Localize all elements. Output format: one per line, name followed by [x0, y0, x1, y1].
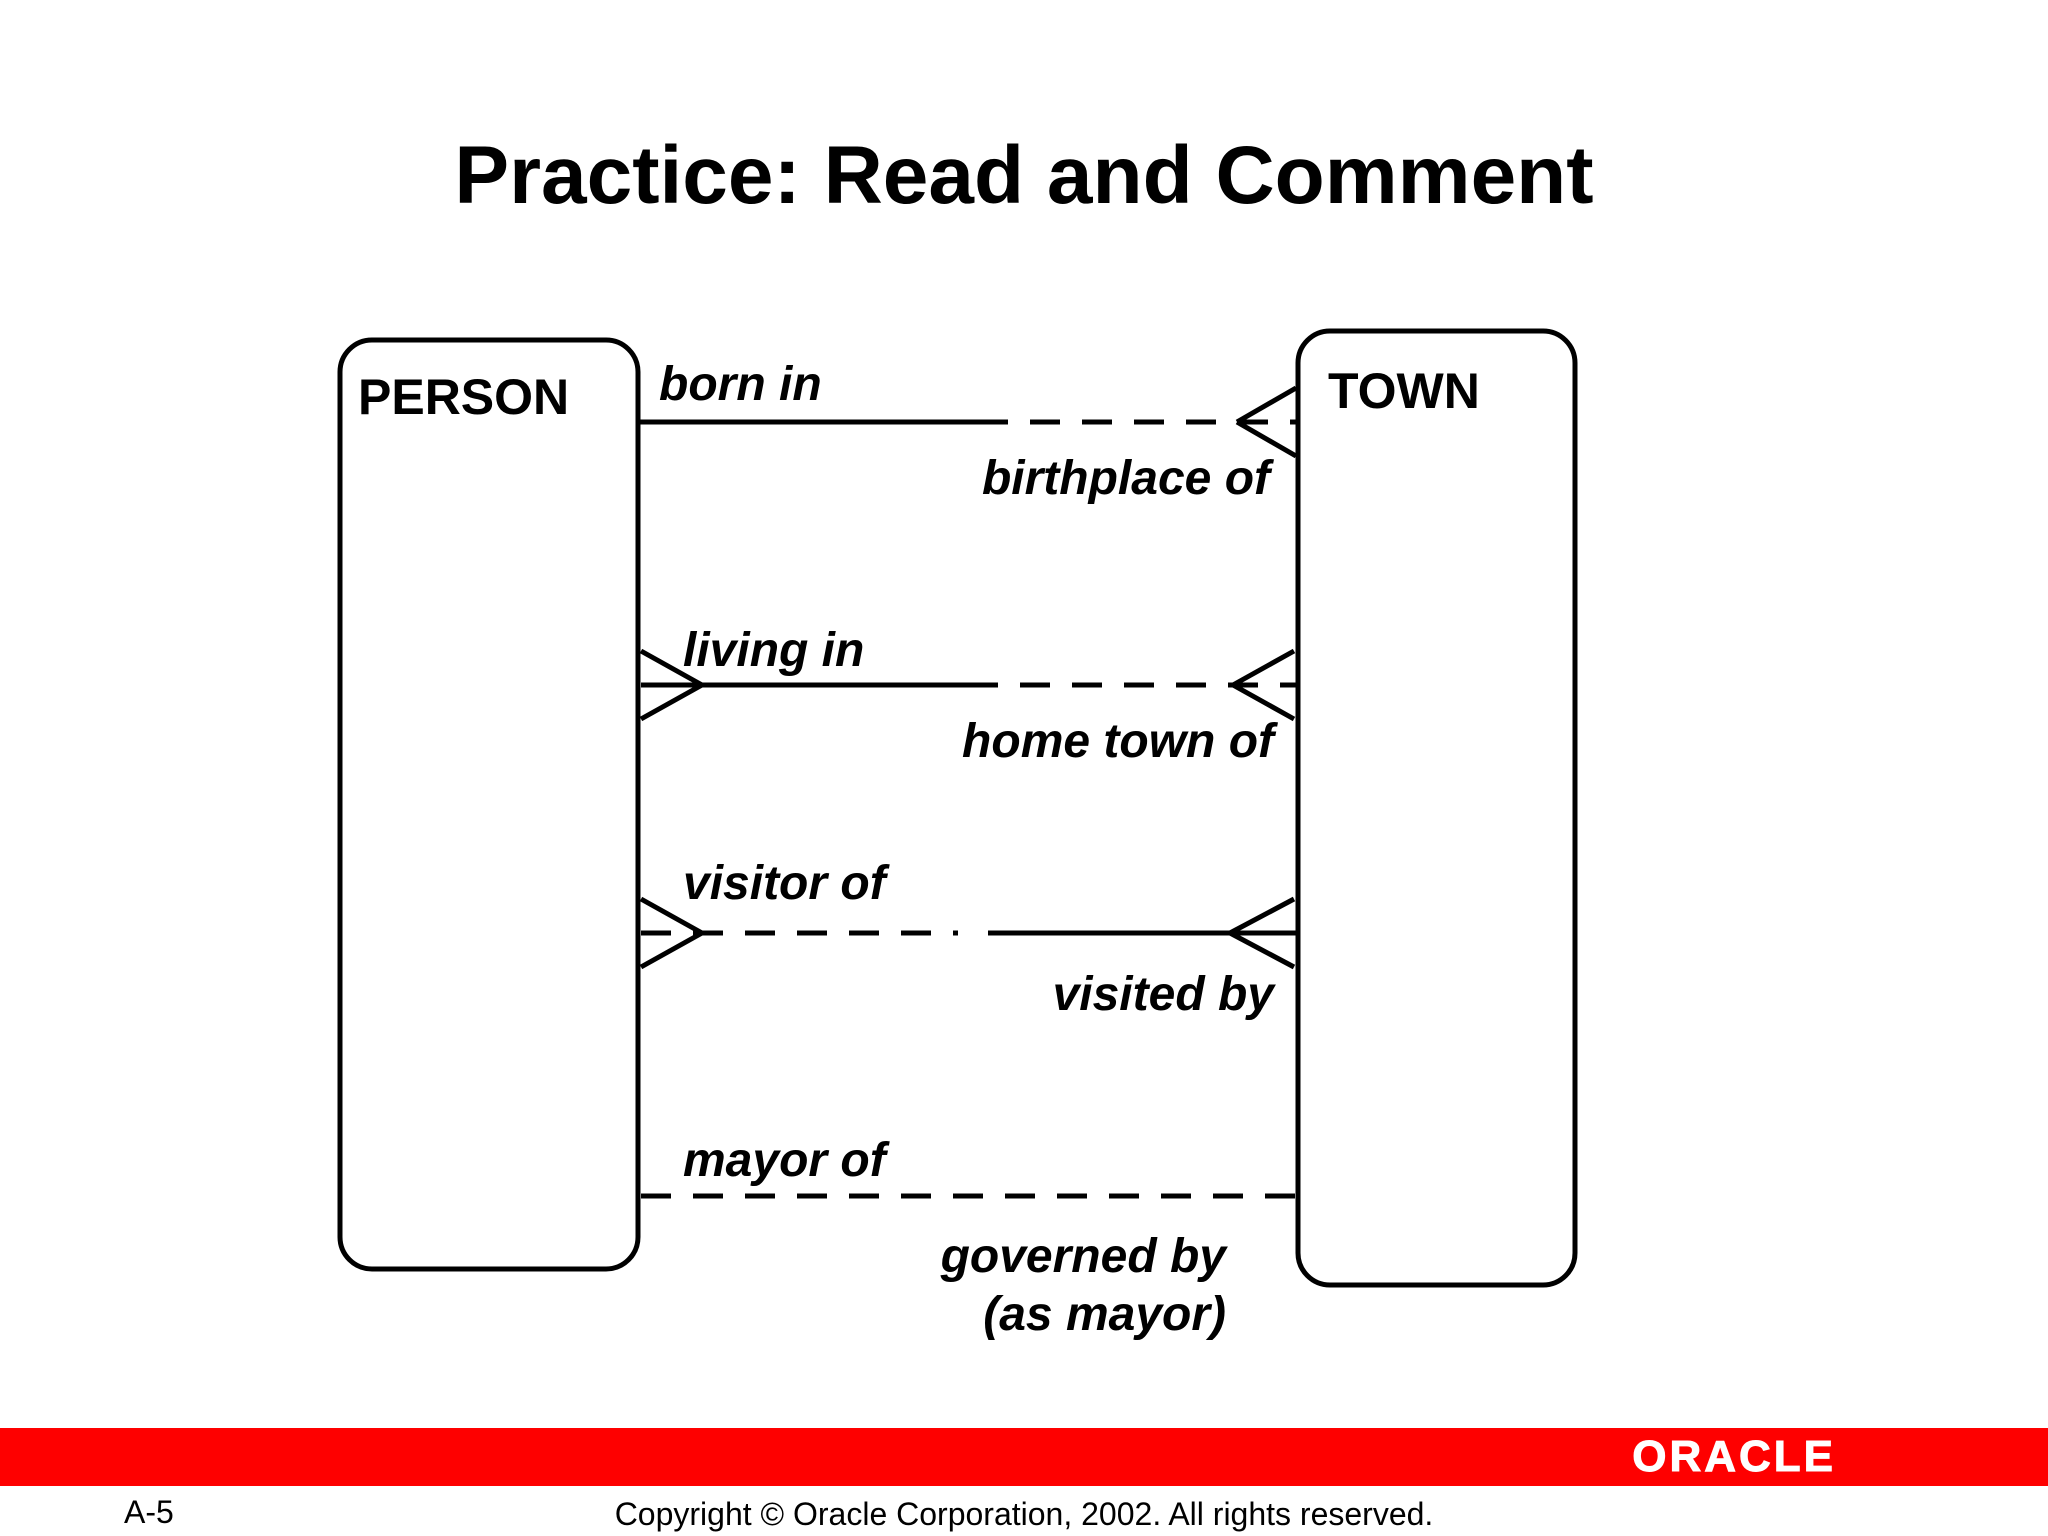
- rel-label-living-in: living in: [683, 624, 864, 677]
- entity-person-box: [337, 337, 641, 1272]
- relationship-born-in: [640, 385, 1298, 459]
- rel-label-visitor-of: visitor of: [683, 857, 890, 910]
- relationship-visitor-of: [639, 896, 1296, 970]
- copyright-notice: Copyright © Oracle Corporation, 2002. Al…: [614, 1496, 1434, 1532]
- footer-bar: ORACLE: [0, 1428, 2048, 1486]
- entity-town-label: TOWN: [1328, 363, 1480, 419]
- rel-label-birthplace-of: birthplace of: [982, 452, 1274, 505]
- oracle-logo: ORACLE: [1632, 1432, 1836, 1481]
- rel-label-home-town-of: home town of: [962, 715, 1278, 768]
- relationship-living-in: [639, 648, 1296, 722]
- rel-label-born-in: born in: [659, 358, 822, 411]
- rel-label-as-mayor: (as mayor): [983, 1288, 1226, 1341]
- er-diagram: PERSON TOWN born in birthplace of living…: [337, 328, 1578, 1341]
- entity-person-label: PERSON: [358, 369, 569, 425]
- page-number: A-5: [124, 1494, 174, 1530]
- rel-label-mayor-of: mayor of: [683, 1134, 890, 1187]
- entity-town-box: [1295, 328, 1578, 1288]
- rel-label-visited-by: visited by: [1053, 968, 1277, 1021]
- rel-label-governed-by: governed by: [940, 1230, 1229, 1283]
- slide-title: Practice: Read and Comment: [454, 130, 1594, 221]
